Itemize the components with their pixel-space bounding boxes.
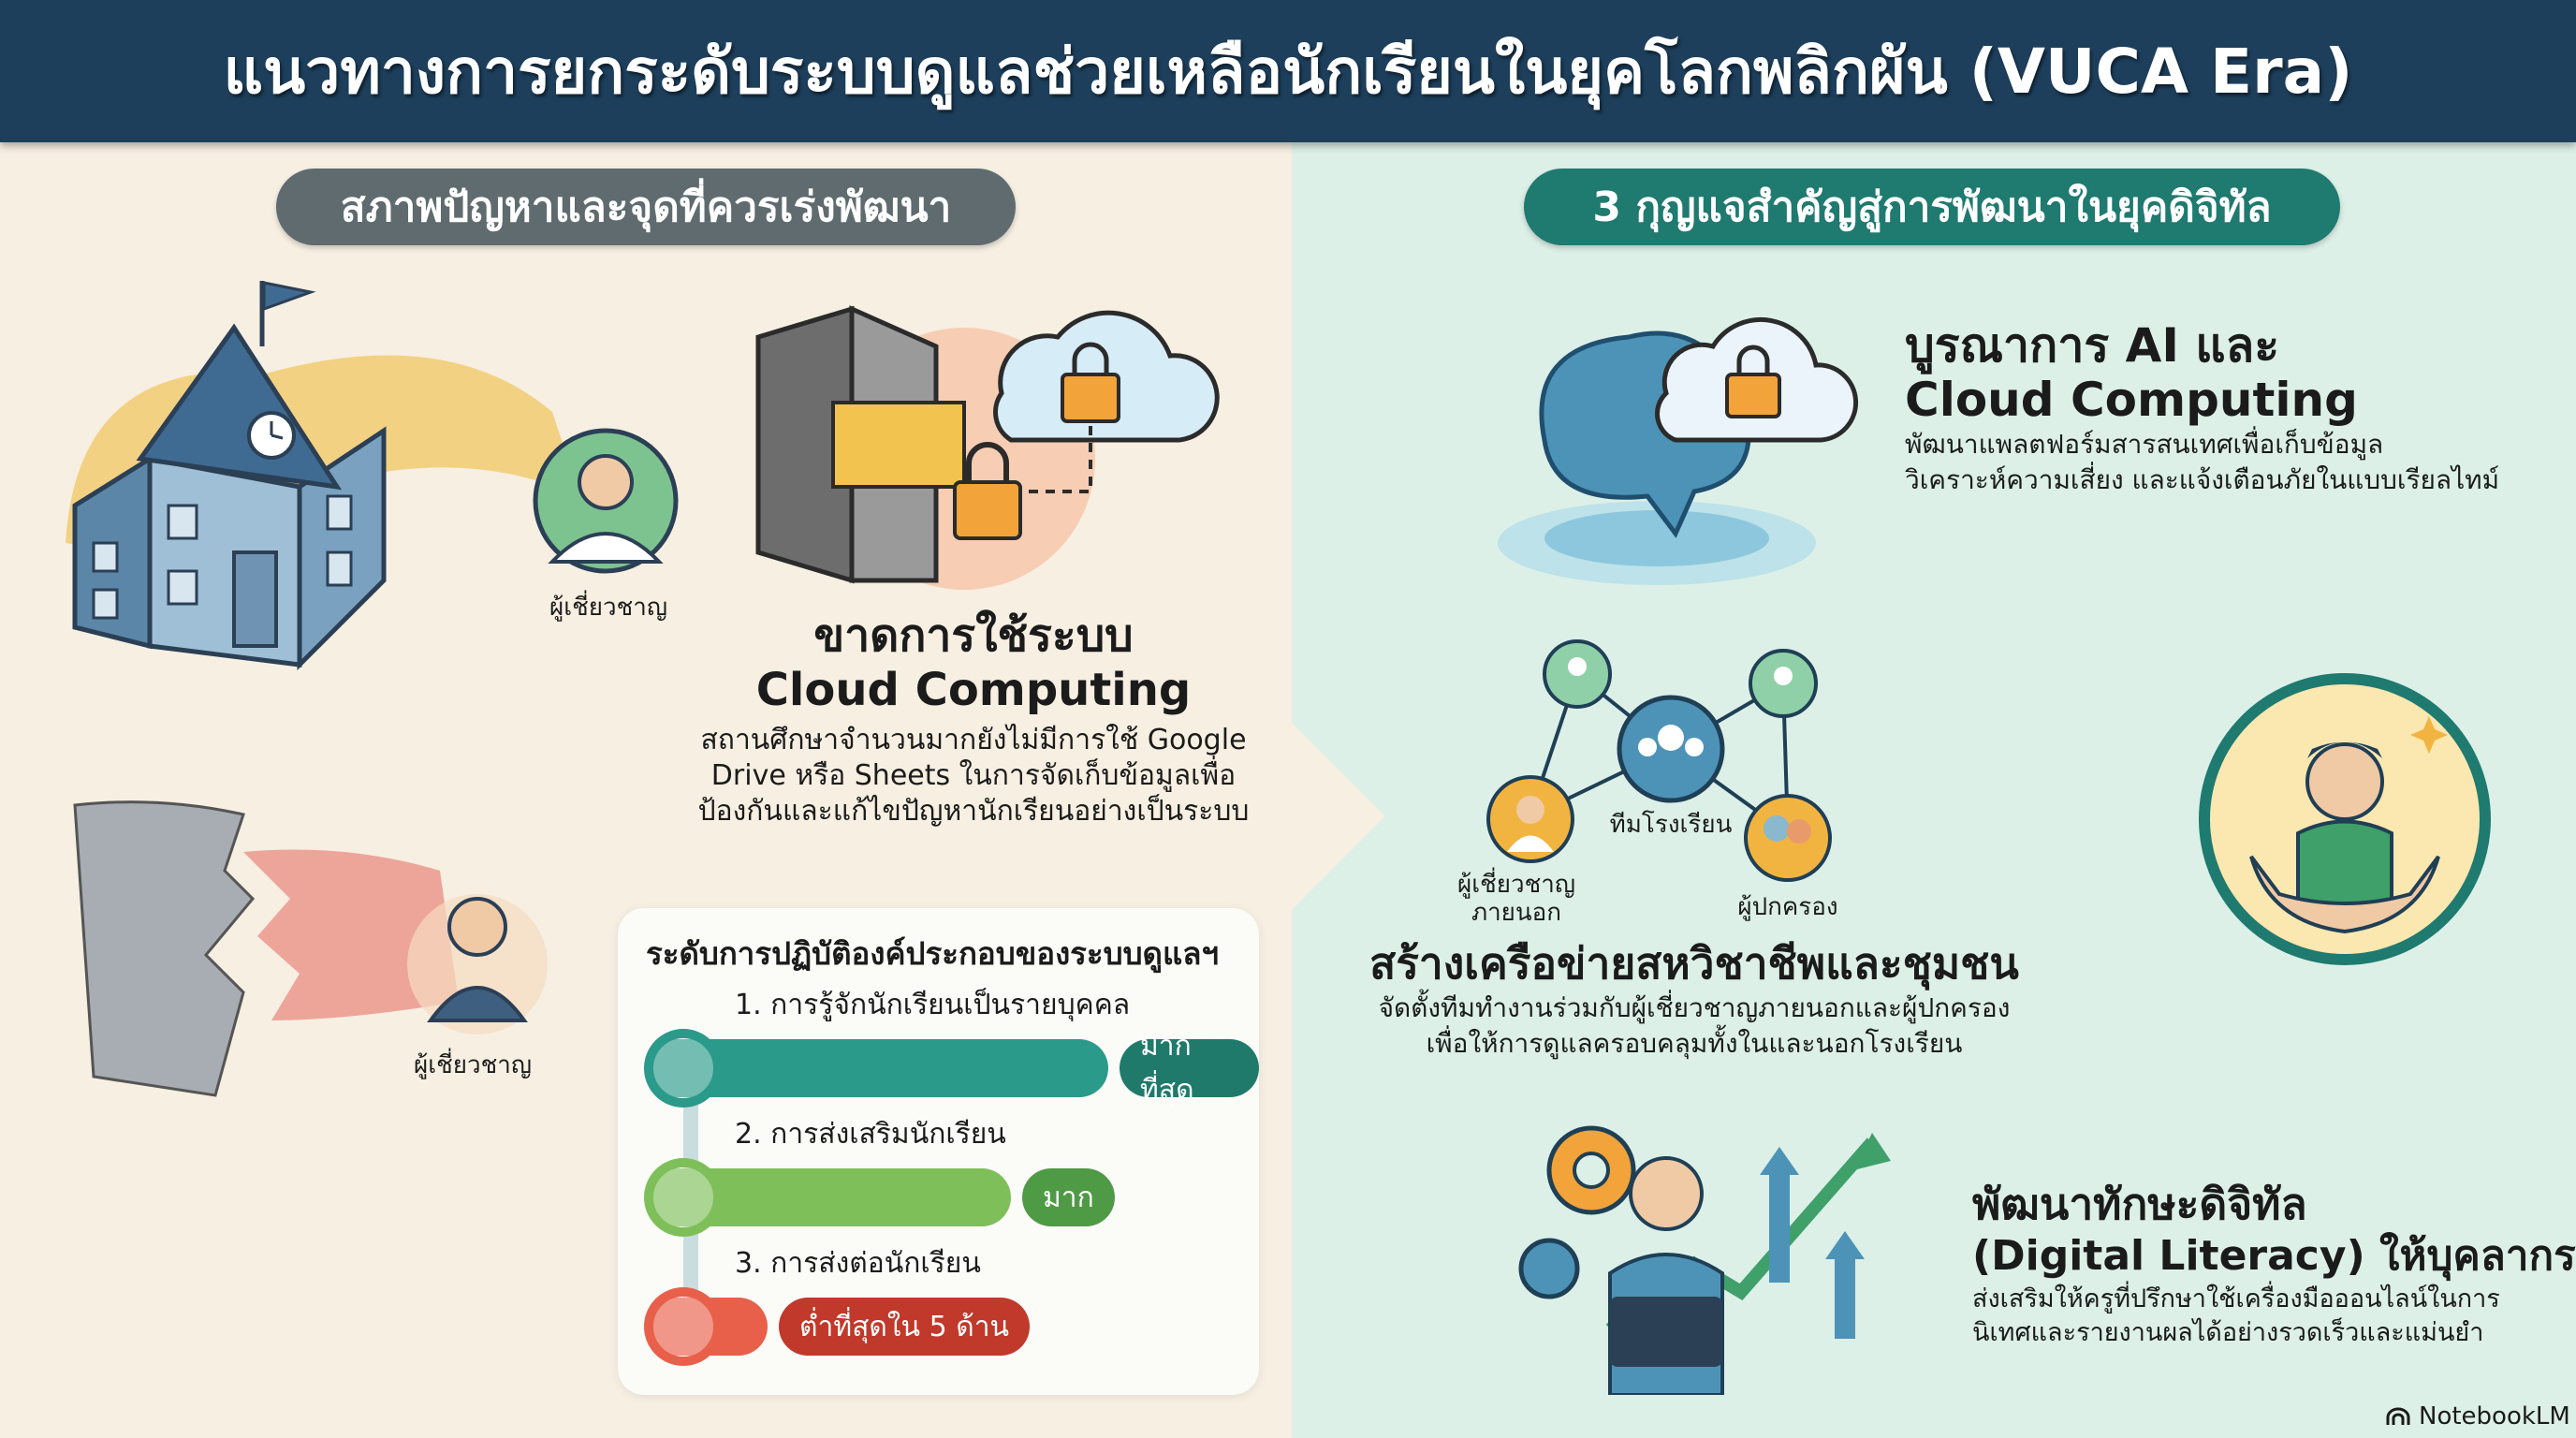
student-support-icon <box>2199 673 2491 965</box>
digital-body-1: ส่งเสริมให้ครูที่ปรึกษาใช้เครื่องมือออนไ… <box>1972 1284 2500 1313</box>
digital-title-2: (Digital Literacy) ให้บุคลากร <box>1972 1232 2576 1280</box>
digital-key-block: พัฒนาทักษะดิจิทัล (Digital Literacy) ให้… <box>1972 1178 2576 1350</box>
practice-level-badge: มากที่สุด <box>1120 1030 1259 1107</box>
ai-body-1: พัฒนาแพลตฟอร์มสารสนเทศเพื่อเก็บข้อมูล <box>1905 429 2384 460</box>
cloud-problem-body-1: สถานศึกษาจำนวนมากยังไม่มีการใช้ Google <box>700 724 1247 756</box>
external-expert-label: ผู้เชี่ยวชาญภายนอก <box>1442 871 1591 927</box>
network-diagram <box>1486 639 1832 882</box>
digital-skills-illustration <box>1518 1125 1891 1395</box>
cloud-storage-illustration <box>755 305 1220 590</box>
hands-icon <box>2249 855 2440 934</box>
ai-title-1: บูรณาการ AI และ <box>1905 318 2280 373</box>
network-key-block: สร้างเครือข่ายสหวิชาชีพและชุมชน จัดตั้งท… <box>1348 936 2041 1062</box>
network-title: สร้างเครือข่ายสหวิชาชีพและชุมชน <box>1369 938 2019 989</box>
school-illustration <box>66 281 679 671</box>
tablet-icon <box>1610 1297 1722 1367</box>
card-title: ระดับการปฏิบัติองค์ประกอบของระบบดูแลฯ <box>646 935 1219 972</box>
ai-brain-cloud-illustration <box>1498 316 1858 585</box>
cloud-problem-title-2: Cloud Computing <box>755 664 1192 716</box>
team-label: ทีมโรงเรียน <box>1609 811 1733 839</box>
practice-level-card: ระดับการปฏิบัติองค์ประกอบของระบบดูแลฯ 1.… <box>618 908 1259 1395</box>
ai-body-2: วิเคราะห์ความเสี่ยง และแจ้งเตือนภัยในแบบ… <box>1905 464 2500 495</box>
network-body-1: จัดตั้งทีมทำงานร่วมกับผู้เชี่ยวชาญภายนอก… <box>1378 992 2011 1023</box>
brand-name: NotebookLM <box>2419 1402 2570 1431</box>
header-banner: แนวทางการยกระดับระบบดูแลช่วยเหลือนักเรีย… <box>0 0 2576 142</box>
folder-icon <box>831 401 966 489</box>
digital-body-2: นิเทศและรายงานผลได้อย่างรวดเร็วและแม่นยำ <box>1972 1318 2484 1347</box>
external-expert-label-2: ภายนอก <box>1471 899 1562 927</box>
page-title: แนวทางการยกระดับระบบดูแลช่วยเหลือนักเรีย… <box>223 35 2353 108</box>
cloud-problem-body-2: Drive หรือ Sheets ในการจัดเก็บข้อมูลเพื่… <box>710 759 1237 792</box>
parents-label: ผู้ปกครอง <box>1737 893 1838 921</box>
parents-node-icon <box>1744 794 1832 882</box>
network-body-2: เพื่อให้การดูแลครอบคลุมทั้งในและนอกโรงเร… <box>1426 1028 1963 1059</box>
expert-avatar <box>447 897 507 957</box>
lock-icon <box>953 480 1022 540</box>
broken-bridge-illustration <box>73 800 548 1097</box>
bar-knob <box>644 1029 723 1108</box>
external-expert-label-1: ผู้เชี่ยวชาญ <box>1456 871 1575 899</box>
lock-icon <box>1725 373 1781 418</box>
practice-item-label: 3. การส่งต่อนักเรียน <box>735 1247 981 1280</box>
notebooklm-watermark: NotebookLM <box>2385 1402 2570 1431</box>
gear-icon <box>1518 1238 1580 1299</box>
practice-level-badge: ต่ำที่สุดใน 5 ด้าน <box>779 1298 1031 1356</box>
bar-knob <box>644 1287 723 1366</box>
notebooklm-logo-icon <box>2386 1407 2410 1425</box>
problems-section-pill: สภาพปัญหาและจุดที่ควรเร่งพัฒนา <box>276 169 1016 245</box>
practice-level-badge: มาก <box>1022 1168 1115 1226</box>
flag-icon <box>262 281 316 312</box>
practice-level-bar <box>646 1039 1108 1097</box>
cloud-problem-body-3: ป้องกันและแก้ไขปัญหานักเรียนอย่างเป็นระบ… <box>697 795 1250 828</box>
lock-icon <box>1061 373 1120 423</box>
keys-section-pill: 3 กุญแจสำคัญสู่การพัฒนาในยุคดิจิทัล <box>1524 169 2340 245</box>
digital-title-1: พัฒนาทักษะดิจิทัล <box>1972 1179 2307 1229</box>
bar-knob <box>644 1158 723 1237</box>
practice-item-label: 1. การรู้จักนักเรียนเป็นรายบุคคล <box>735 989 1131 1021</box>
ai-key-block: บูรณาการ AI และ Cloud Computing พัฒนาแพล… <box>1905 318 2560 498</box>
expert-label: ผู้เชี่ยวชาญ <box>549 594 667 622</box>
cloud-problem-title-1: ขาดการใช้ระบบ <box>813 609 1134 662</box>
expert-label: ผู้เชี่ยวชาญ <box>413 1051 532 1079</box>
ai-title-2: Cloud Computing <box>1905 373 2358 427</box>
cloud-problem-block: ขาดการใช้ระบบ Cloud Computing สถานศึกษาจ… <box>655 609 1292 829</box>
practice-item-label: 2. การส่งเสริมนักเรียน <box>735 1118 1006 1151</box>
